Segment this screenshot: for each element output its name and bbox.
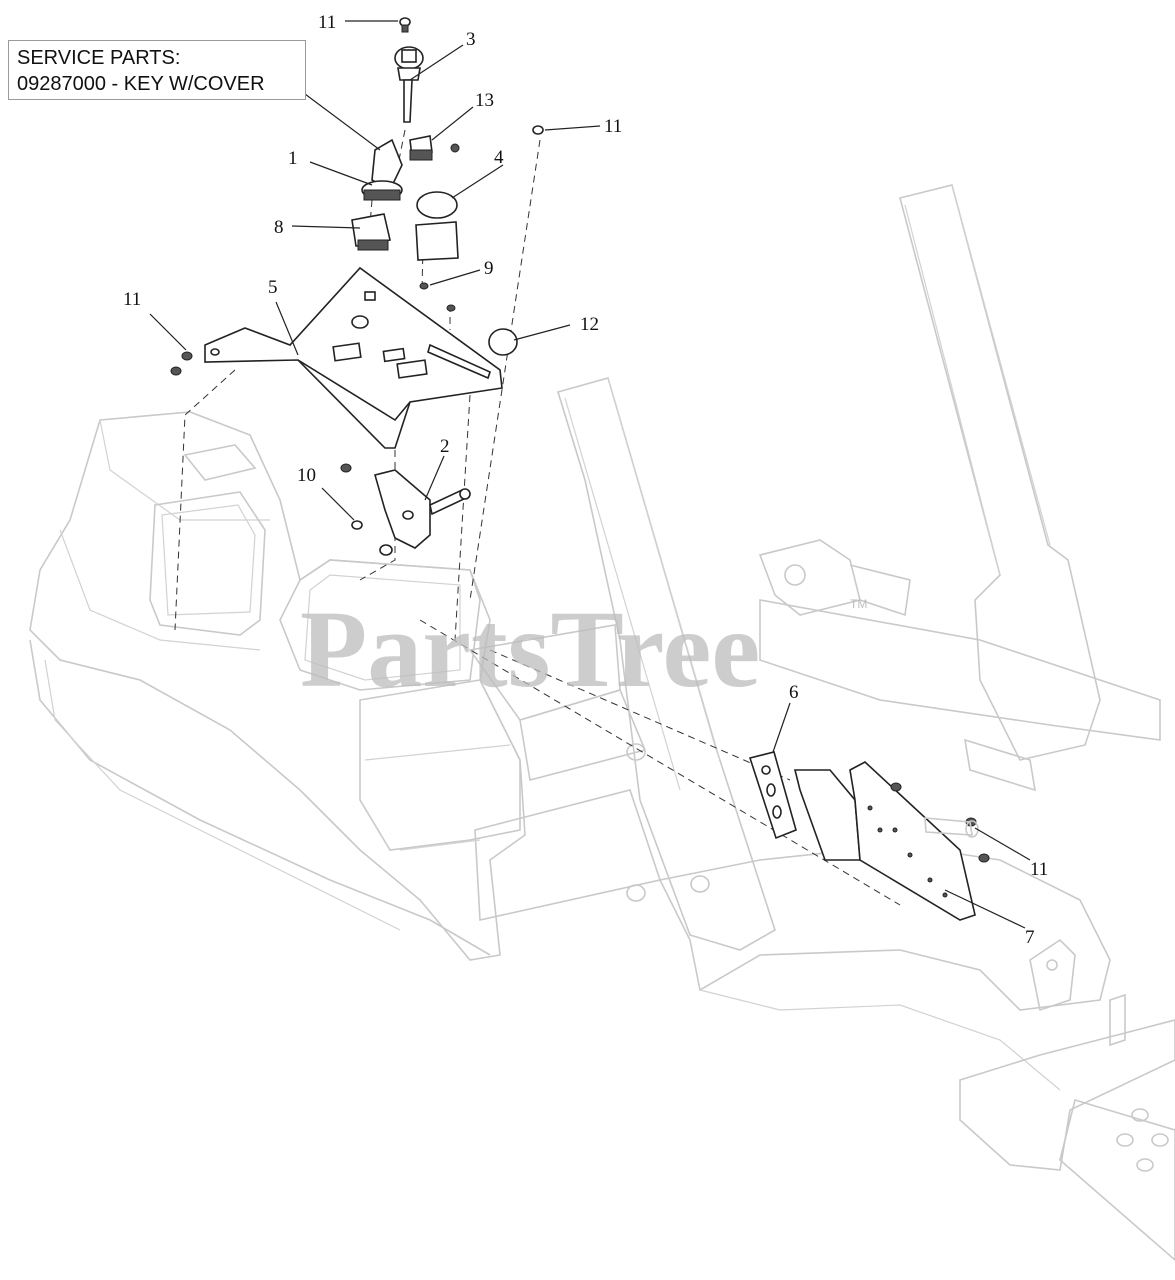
knob-part-12 xyxy=(488,328,518,356)
watermark-trademark: TM xyxy=(850,597,867,611)
pto-switch-part xyxy=(415,191,459,261)
callout-4: 4 xyxy=(494,147,504,168)
watermark-text: PartsTree xyxy=(300,588,760,710)
callout-11: 11 xyxy=(123,289,141,310)
watermark: PartsTree TM xyxy=(300,588,867,710)
rocker-switch-part-13 xyxy=(409,135,460,161)
callout-labels: 11 3 13 11 1 4 8 9 11 5 12 2 10 6 11 7 xyxy=(123,12,1048,948)
screws-9 xyxy=(419,282,456,312)
callout-9: 9 xyxy=(484,258,494,279)
callout-10: 10 xyxy=(297,465,316,486)
callout-11: 11 xyxy=(1030,859,1048,880)
frame-ghost xyxy=(468,184,1175,1262)
mounting-bracket-part-5 xyxy=(204,266,503,449)
ignition-switch-part xyxy=(361,138,403,201)
callout-1: 1 xyxy=(288,148,298,169)
screw-top xyxy=(399,17,411,33)
service-parts-heading: SERVICE PARTS: xyxy=(17,47,181,69)
callout-11: 11 xyxy=(318,12,336,33)
callout-2: 2 xyxy=(440,436,450,457)
key-part xyxy=(394,46,424,123)
callout-6: 6 xyxy=(789,682,799,703)
callout-7: 7 xyxy=(1025,927,1035,948)
service-parts-box: SERVICE PARTS: 09287000 - KEY W/COVER xyxy=(8,40,306,100)
switch-part-8 xyxy=(351,213,391,251)
screw-11b xyxy=(532,125,544,135)
screws-11c xyxy=(170,351,193,376)
service-parts-line: 09287000 - KEY W/COVER xyxy=(17,73,265,95)
switch-bracket-part-2 xyxy=(340,463,471,556)
callout-12: 12 xyxy=(580,314,599,335)
leader-lines xyxy=(149,20,1031,929)
callout-13: 13 xyxy=(475,90,494,111)
callout-5: 5 xyxy=(268,277,278,298)
callout-3: 3 xyxy=(466,29,476,50)
mounting-plate-part-7 xyxy=(793,761,976,921)
screws-11d xyxy=(890,782,990,863)
console-ghost xyxy=(29,411,526,961)
bracket-part-6 xyxy=(748,751,797,840)
nut-part-10 xyxy=(351,520,363,530)
callout-8: 8 xyxy=(274,217,284,238)
callout-11: 11 xyxy=(604,116,622,137)
